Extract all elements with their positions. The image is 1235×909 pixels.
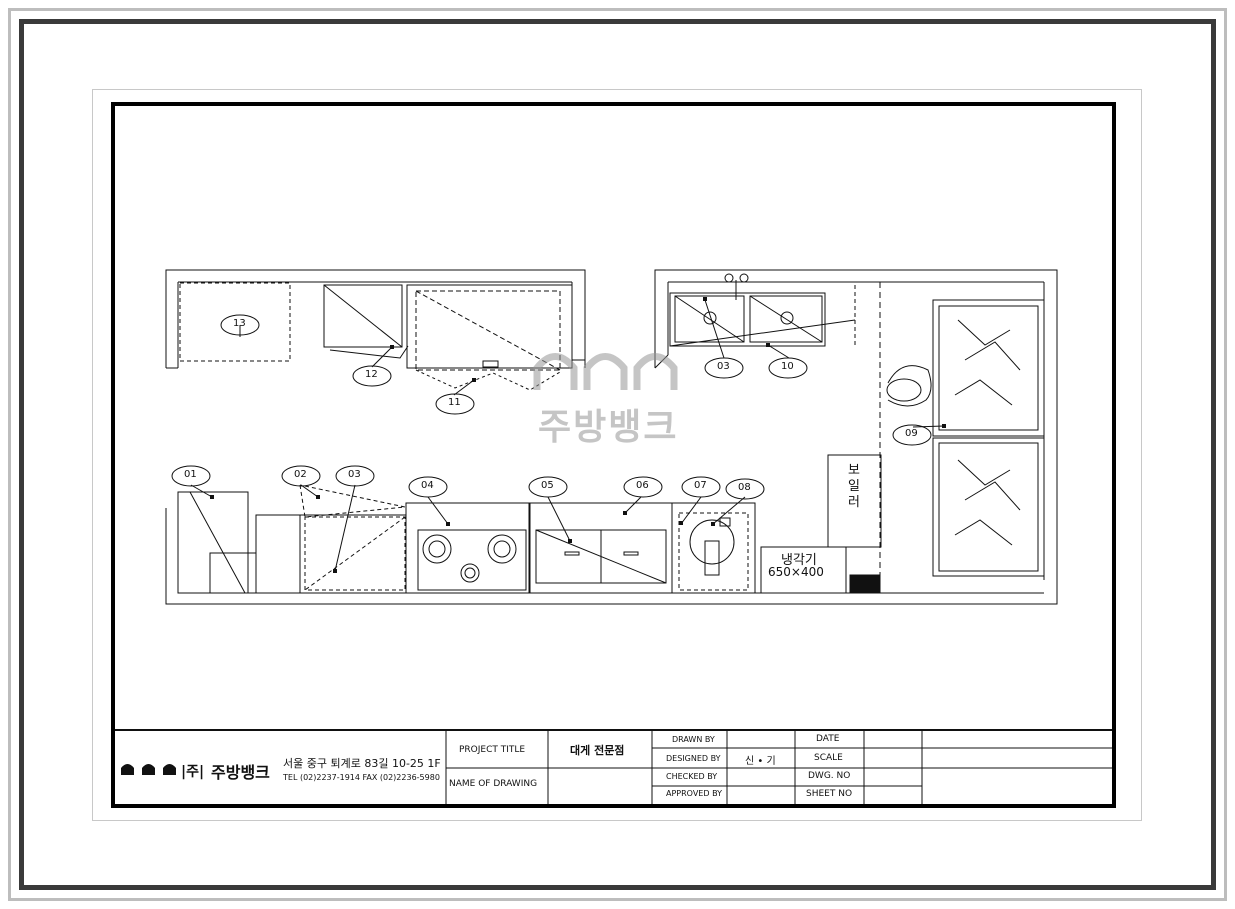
- project-title-label: PROJECT TITLE: [459, 745, 526, 755]
- outer-frame: [8, 8, 1227, 901]
- tag-12-ellipse: [352, 365, 392, 387]
- person-figure: [886, 378, 922, 402]
- crab-sketch-lower: [954, 459, 1021, 546]
- dwg-no-label: DWG. NO: [808, 771, 851, 781]
- tag-02: 02: [294, 469, 307, 480]
- tank-lower: [932, 437, 1045, 577]
- sheet-no-label: SHEET NO: [806, 789, 853, 799]
- company-address: 서울 중구 퇴계로 83길 10-25 1F: [283, 757, 441, 770]
- scale-label: SCALE: [814, 753, 843, 763]
- designed-by-value: 신 • 기: [745, 756, 776, 767]
- upper-left-wall: [165, 269, 586, 368]
- company-logo-icon-3: [162, 761, 177, 776]
- drawing-border: [111, 102, 1116, 808]
- company-logo-icon-2: [141, 761, 156, 776]
- equipment-13-outline: [179, 282, 291, 362]
- upper-right-wall: [654, 269, 1058, 593]
- drawn-by-label: DRAWN BY: [672, 735, 715, 744]
- equipment-01-outline: [177, 491, 249, 594]
- boiler-box: [827, 454, 882, 548]
- lower-wall: [165, 508, 1058, 605]
- tag-01-ellipse: [171, 465, 211, 487]
- tag-03b-ellipse: [335, 465, 375, 487]
- tag-03-lower: 03: [348, 469, 361, 480]
- refrigerator-label: 냉각기: [781, 553, 817, 568]
- tag-10-ellipse: [768, 357, 808, 379]
- company-name: 주방뱅크: [211, 763, 270, 782]
- sink-outline: [669, 292, 826, 347]
- tag-06-ellipse: [623, 476, 663, 498]
- tag-03-ellipse: [704, 357, 744, 379]
- tag-04: 04: [421, 480, 434, 491]
- tag-08-ellipse: [725, 478, 765, 500]
- tag-10: 10: [781, 361, 794, 372]
- name-of-drawing-label: NAME OF DRAWING: [449, 779, 538, 789]
- watermark-logo: [533, 353, 678, 390]
- tag-04-ellipse: [408, 476, 448, 498]
- tag-12: 12: [365, 369, 378, 380]
- tag-05: 05: [541, 480, 554, 491]
- tag-08: 08: [738, 482, 751, 493]
- equipment-07-outline: [671, 502, 756, 594]
- inner-frame: [19, 19, 1216, 890]
- tag-05-ellipse: [528, 476, 568, 498]
- refrigerator-box: [760, 546, 847, 594]
- range-outline: [405, 502, 530, 594]
- tag-03-upper: 03: [717, 361, 730, 372]
- tag-07-ellipse: [681, 476, 721, 498]
- tag-06: 06: [636, 480, 649, 491]
- refrigerator-size: 650×400: [768, 565, 824, 579]
- tag-01: 01: [184, 469, 197, 480]
- approved-by-label: APPROVED BY: [666, 789, 723, 798]
- tank-upper: [932, 299, 1045, 437]
- title-block-grid: [115, 729, 1112, 804]
- tag-09: 09: [905, 428, 918, 439]
- company-prefix: |주|: [181, 764, 205, 780]
- project-title-value: 대게 전문점: [570, 744, 625, 757]
- crab-sketch-upper: [954, 319, 1021, 406]
- drawing-sheet: [92, 89, 1142, 821]
- tag-07: 07: [694, 480, 707, 491]
- boiler-label: 보일러: [848, 463, 860, 510]
- tag-11-ellipse: [435, 393, 475, 415]
- tag-11: 11: [448, 397, 461, 408]
- equipment-12-outline: [323, 284, 403, 348]
- checked-by-label: CHECKED BY: [666, 772, 718, 781]
- date-label: DATE: [816, 734, 840, 744]
- drain-block: [849, 574, 881, 594]
- tag-13-ellipse: [220, 314, 260, 336]
- tag-02-ellipse: [281, 465, 321, 487]
- equipment-11-outline: [406, 284, 573, 369]
- designed-by-label: DESIGNED BY: [666, 754, 721, 763]
- tag-13: 13: [233, 318, 246, 329]
- tag-09-ellipse: [892, 424, 932, 446]
- company-phone-fax: TEL (02)2237-1914 FAX (02)2236-5980: [283, 773, 440, 782]
- equipment-03-outline: [255, 514, 407, 594]
- watermark-text: 주방뱅크: [538, 407, 679, 448]
- company-logo-icon: [120, 761, 135, 776]
